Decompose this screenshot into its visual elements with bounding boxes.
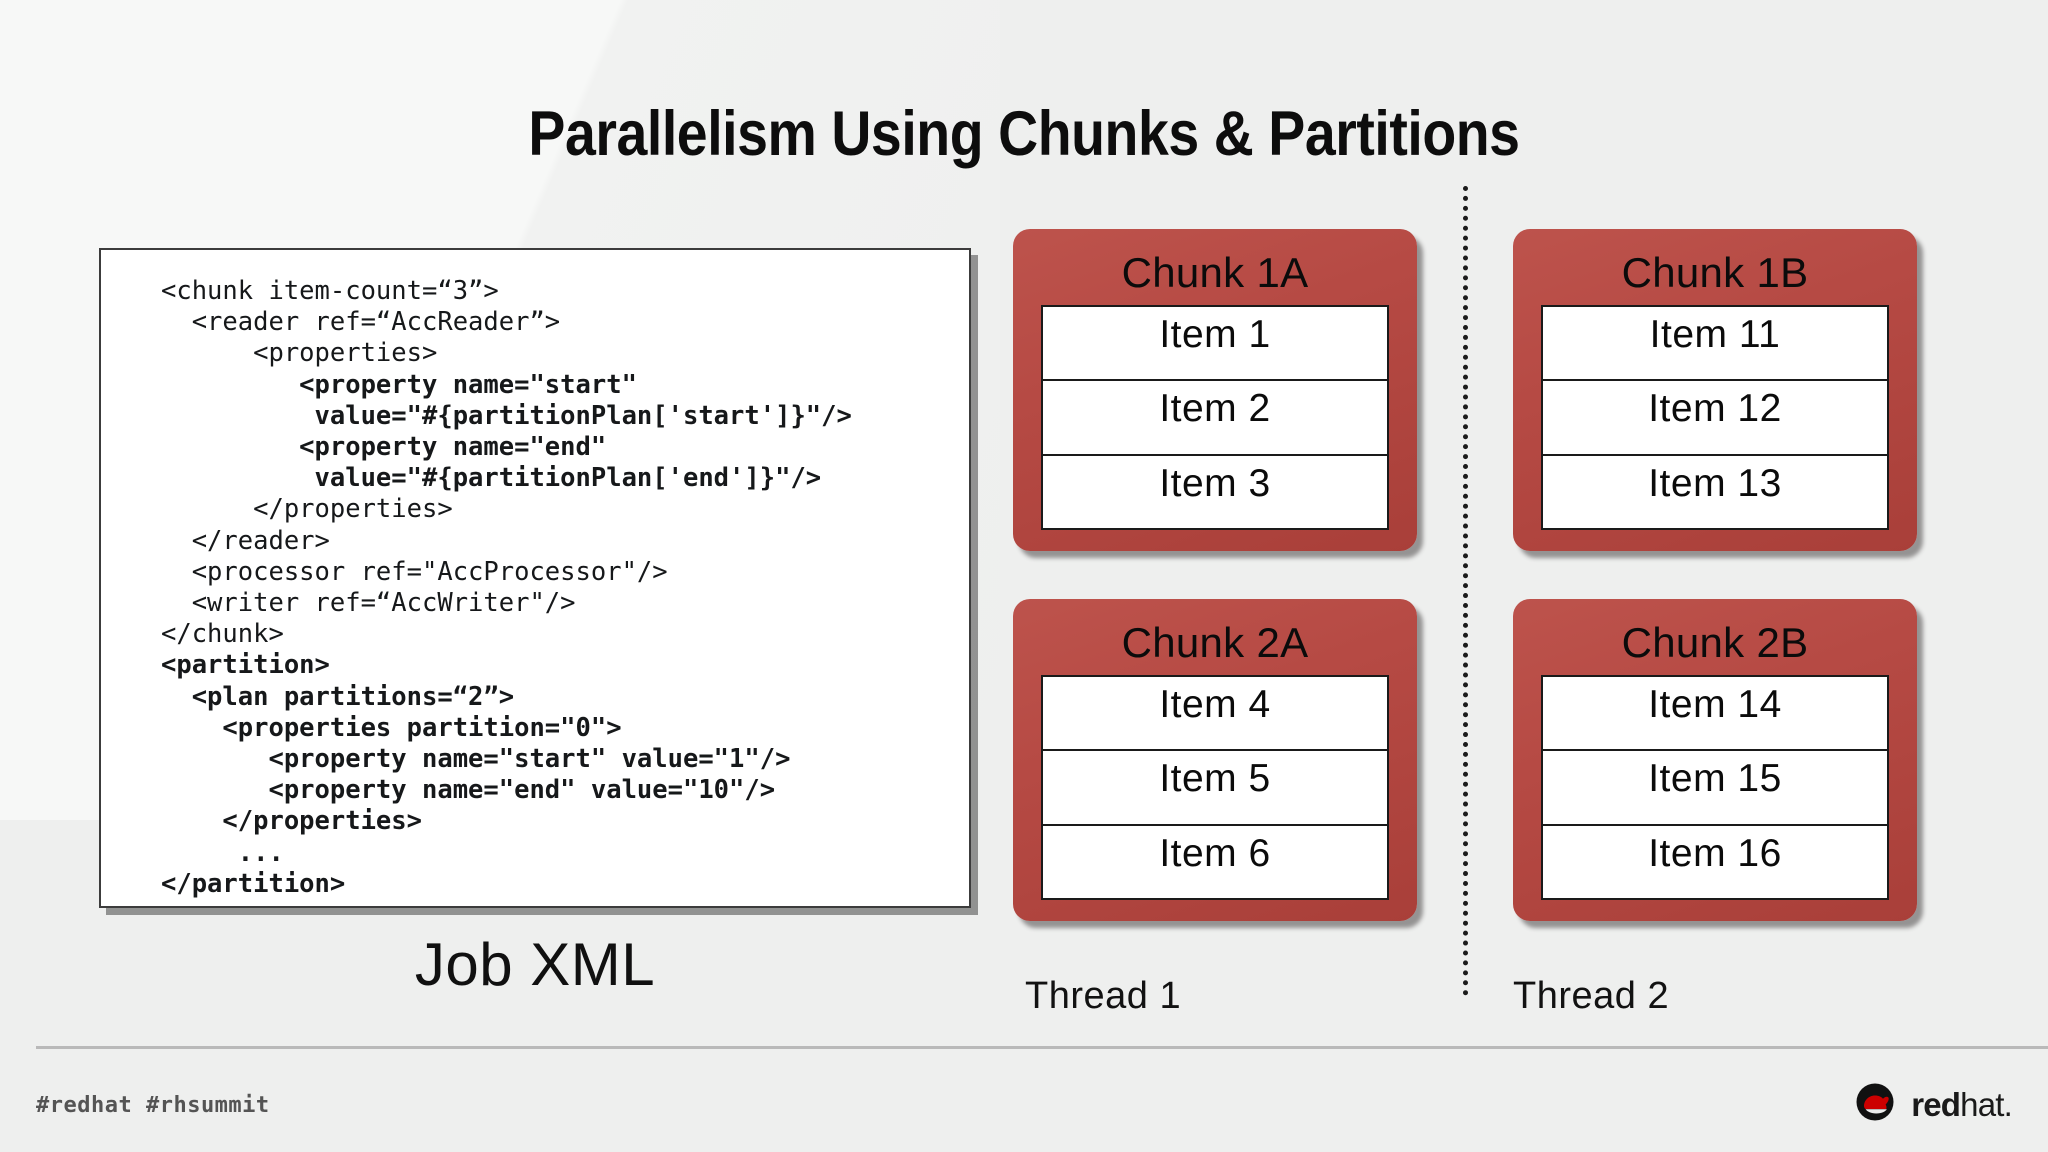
code-line: </reader> (161, 525, 330, 556)
footer-divider (36, 1046, 2048, 1049)
code-line: </partition> (161, 868, 346, 899)
chunk-item: Item 12 (1543, 381, 1887, 456)
code-line: </properties> (161, 494, 453, 525)
chunk-item: Item 6 (1159, 831, 1271, 875)
chunk-card-title: Chunk 1B (1621, 249, 1809, 296)
chunk-item: Item 1 (1043, 307, 1387, 382)
chunk-item: Item 2 (1043, 381, 1387, 456)
chunk-card-1b: Chunk 1B Item 11 Item 12 Item 13 (1513, 229, 1917, 551)
chunk-item: Item 14 (1543, 677, 1887, 752)
code-line: value="#{partitionPlan['start']}"/> (161, 400, 852, 431)
chunk-item: Item 13 (1648, 461, 1782, 505)
code-line: value="#{partitionPlan['end']}"/> (161, 463, 822, 494)
chunk-card-2a: Chunk 2A Item 4 Item 5 Item 6 (1013, 599, 1417, 921)
code-block: <chunk item-count=“3”> <reader ref=“AccR… (161, 276, 852, 900)
code-line: <properties> (161, 338, 438, 369)
chunk-item-list: Item 4 Item 5 Item 6 (1041, 675, 1389, 900)
wordmark-hat: hat. (1960, 1086, 2013, 1123)
code-line: <writer ref=“AccWriter"/> (161, 588, 576, 619)
code-line: <chunk item-count=“3”> (161, 276, 499, 306)
code-line: <reader ref=“AccReader”> (161, 307, 561, 338)
wordmark-red: red (1911, 1086, 1961, 1123)
chunk-item-list: Item 11 Item 12 Item 13 (1541, 305, 1889, 530)
page-title: Parallelism Using Chunks & Partitions (528, 99, 1520, 169)
code-line: <property name="start" value="1"/> (161, 744, 791, 775)
chunk-card-title: Chunk 1A (1121, 249, 1309, 296)
chunk-item: Item 4 (1043, 677, 1387, 752)
chunk-card-title: Chunk 2A (1121, 619, 1309, 666)
code-line: <property name="end" (161, 432, 607, 463)
chunk-item-list: Item 14 Item 15 Item 16 (1541, 675, 1889, 900)
job-xml-code-panel: <chunk item-count=“3”> <reader ref=“AccR… (99, 248, 971, 908)
chunk-item: Item 16 (1648, 831, 1782, 875)
chunk-card-title: Chunk 2B (1621, 619, 1809, 666)
chunk-card-1a: Chunk 1A Item 1 Item 2 Item 3 (1013, 229, 1417, 551)
redhat-logo: redhat. (1856, 1083, 2013, 1126)
chunk-item: Item 5 (1043, 751, 1387, 826)
code-line: <property name="start" (161, 369, 637, 400)
chunk-item: Item 3 (1159, 461, 1271, 505)
code-line: ... (161, 837, 284, 868)
chunk-item: Item 15 (1543, 751, 1887, 826)
code-line: </properties> (161, 806, 422, 837)
code-line: <processor ref="AccProcessor"/> (161, 556, 668, 587)
thread-divider-line (1463, 186, 1468, 996)
thread-2-label: Thread 2 (1513, 975, 1670, 1017)
chunk-item: Item 11 (1543, 307, 1887, 382)
chunk-card-2b: Chunk 2B Item 14 Item 15 Item 16 (1513, 599, 1917, 921)
redhat-wordmark: redhat. (1911, 1086, 2013, 1123)
code-line: <property name="end" value="10"/> (161, 775, 776, 806)
chunk-item-list: Item 1 Item 2 Item 3 (1041, 305, 1389, 530)
redhat-shadowman-icon (1856, 1083, 1902, 1126)
job-xml-caption: Job XML (414, 931, 656, 998)
footer-hashtags: #redhat #rhsummit (36, 1093, 270, 1118)
code-line: <plan partitions=“2”> (161, 681, 515, 712)
code-line: </chunk> (161, 619, 284, 650)
code-line: <properties partition="0"> (161, 712, 622, 743)
thread-1-label: Thread 1 (1025, 975, 1182, 1017)
code-line: <partition> (161, 650, 330, 681)
